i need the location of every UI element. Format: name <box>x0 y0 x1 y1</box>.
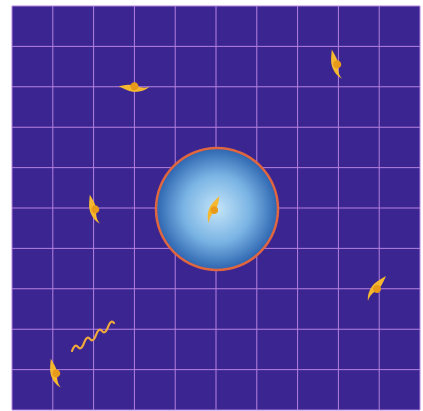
creature-core-icon <box>130 82 139 91</box>
creature-sprite-upper-right[interactable] <box>321 49 352 79</box>
creature-sprite-right[interactable] <box>367 276 386 301</box>
creature-core-icon <box>210 206 219 214</box>
squiggle-worm[interactable] <box>70 320 116 353</box>
creature-core-icon <box>333 60 342 69</box>
creature-sprite-in-bubble[interactable] <box>203 196 226 224</box>
creature-sprite-left[interactable] <box>79 194 110 224</box>
creature-core-icon <box>373 285 381 293</box>
creature-core-icon <box>52 369 61 378</box>
creature-core-icon <box>91 205 100 214</box>
creature-sprite-upper-left[interactable] <box>118 72 150 101</box>
creature-sprite-lower-left[interactable] <box>40 358 71 388</box>
